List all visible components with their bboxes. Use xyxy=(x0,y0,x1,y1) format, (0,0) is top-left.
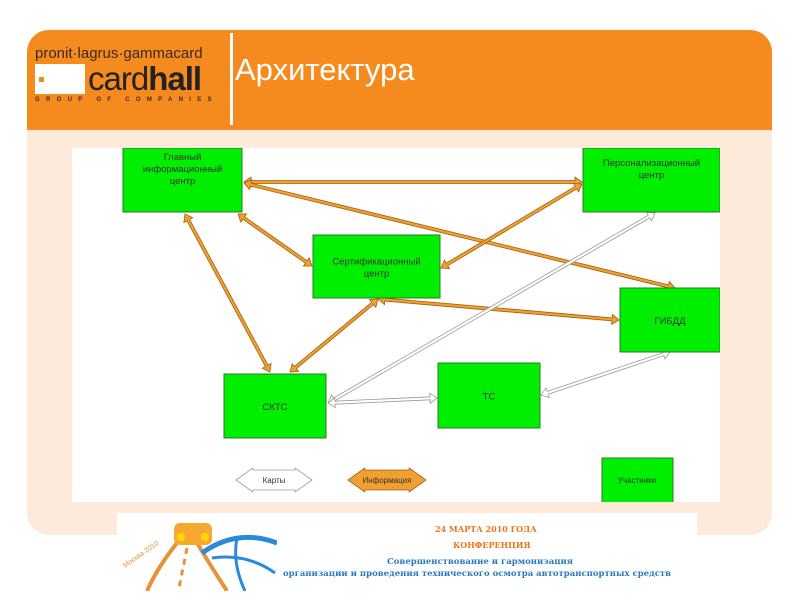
info-arrow-main-skts xyxy=(183,213,272,373)
header-divider xyxy=(230,33,233,125)
conference-title-line2: организации и проведения технического ос… xyxy=(283,569,672,579)
legend-cards-label: Карты xyxy=(263,476,286,485)
legend-participants-box xyxy=(601,457,674,505)
cardhall-logo: pronit·lagrus·gammacard cardhall GROUP O… xyxy=(35,45,230,103)
node-label: СКТС xyxy=(262,402,287,413)
node-label: Персонализационный xyxy=(603,158,700,169)
info-arrow-perso-cert xyxy=(440,182,583,270)
conference-logo: Москва 2010 xyxy=(122,523,277,591)
slide-title: Архитектура xyxy=(235,52,415,87)
node-label: ТС xyxy=(483,392,496,403)
node-label: ГИБДД xyxy=(654,316,686,327)
conference-banner: Москва 2010 24 МАРТА 2010 ГОДА КОНФЕРЕНЦ… xyxy=(117,513,697,591)
node-label: информационный xyxy=(143,164,222,175)
diagram-canvas: ГлавныйинформационныйцентрПерсонализацио… xyxy=(122,147,721,505)
info-arrow-main-perso xyxy=(243,176,583,188)
node-label: центр xyxy=(170,176,196,187)
info-arrow-cert-skts xyxy=(289,298,379,373)
node-label: Главный xyxy=(164,152,202,163)
card-icon xyxy=(35,64,85,94)
slide-header: pronit·lagrus·gammacard cardhall GROUP O… xyxy=(27,30,772,130)
info-arrow-main-cert xyxy=(237,213,313,267)
conference-title-line1: Совершенствование и гармонизация xyxy=(387,557,574,567)
svg-text:Москва 2010: Москва 2010 xyxy=(122,540,160,570)
logo-subtitle: GROUP OF COMPANIES xyxy=(35,97,218,103)
node-gibdd: ГИБДД xyxy=(619,287,721,353)
info-arrow-cert-gibdd xyxy=(377,293,620,326)
legend-cards-arrow xyxy=(235,467,313,493)
cards-arrow-ts-gibdd xyxy=(540,348,671,399)
legend-info-label: Информация xyxy=(363,476,412,485)
node-label: центр xyxy=(639,170,665,181)
node-label: Сертификационный xyxy=(332,257,420,268)
node-skts: СКТС xyxy=(223,373,327,439)
node-label: центр xyxy=(364,269,390,280)
cards-arrow-sktsR-ts xyxy=(327,392,438,409)
legend-info-arrow xyxy=(347,467,427,493)
logo-wordmark: cardhall xyxy=(88,60,202,97)
conference-label: КОНФЕРЕНЦИЯ xyxy=(453,540,531,550)
logo-companies: pronit·lagrus·gammacard xyxy=(35,45,203,62)
legend-participants-label: Участники xyxy=(618,476,656,485)
node-ts: ТС xyxy=(437,362,541,429)
conference-date: 24 МАРТА 2010 ГОДА xyxy=(435,524,537,534)
